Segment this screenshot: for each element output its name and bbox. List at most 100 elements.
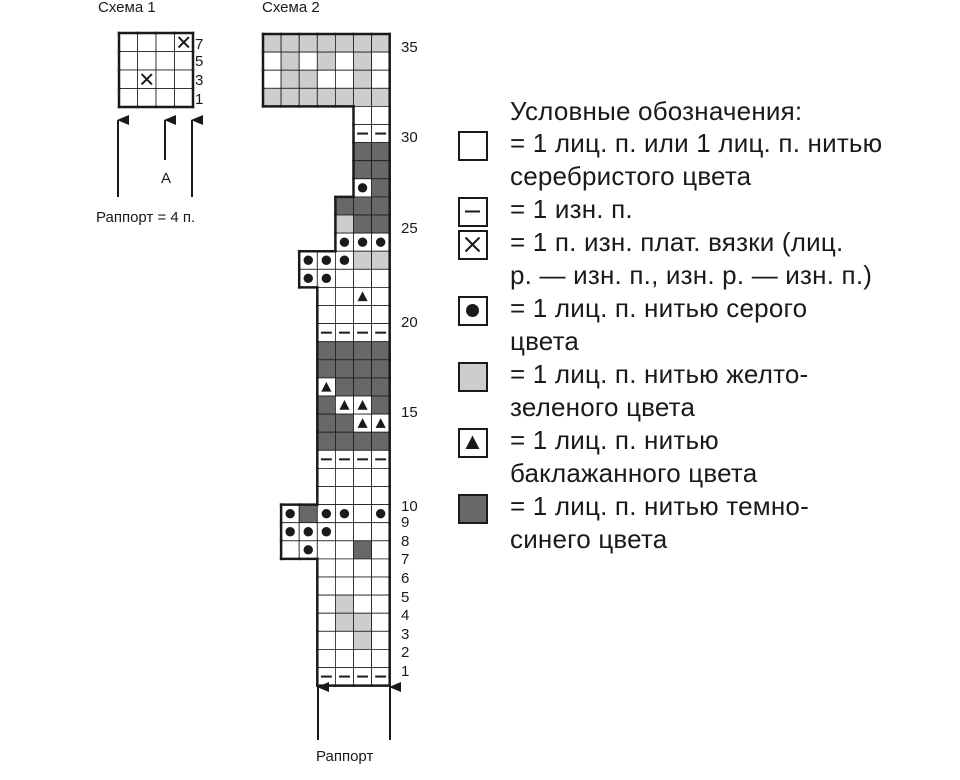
grid-cell <box>371 323 391 343</box>
grid-cell <box>371 630 391 650</box>
legend-title: Условные обозначения: <box>510 96 803 126</box>
grid-cell <box>316 305 336 325</box>
row-number: 35 <box>401 39 418 56</box>
row-number: 5 <box>401 589 409 606</box>
grid-cell <box>316 359 336 379</box>
grid-cell <box>334 286 354 306</box>
legend-text-line: серебристого цвета <box>510 161 752 191</box>
grid-cell <box>298 540 318 560</box>
grid-cell <box>371 341 391 361</box>
grid-cell <box>334 395 354 415</box>
grid-cell <box>371 87 391 107</box>
grid-cell <box>353 649 373 668</box>
grid-cell <box>353 286 373 306</box>
grid-cell <box>334 196 354 216</box>
grid-cell <box>353 323 373 343</box>
grid-cell <box>334 540 354 560</box>
grid-cell <box>316 449 336 469</box>
grid-cell <box>334 359 354 379</box>
grid-cell <box>280 51 300 71</box>
legend-text-line: синего цвета <box>510 524 668 554</box>
grid-cell <box>353 69 373 89</box>
grid-cell <box>155 69 175 89</box>
row-number: 25 <box>401 220 418 237</box>
grid-cell <box>353 250 373 270</box>
grid-cell <box>353 467 373 487</box>
grid-cell <box>334 594 354 614</box>
dash-icon <box>458 197 488 227</box>
grid-cell <box>262 87 282 107</box>
row-number: 10 <box>401 498 418 515</box>
scheme1-title: Схема 1 <box>98 0 156 16</box>
grid-cell <box>316 268 336 288</box>
grid-cell <box>353 232 373 252</box>
grid-cell <box>371 214 391 234</box>
grid-cell <box>298 51 318 71</box>
scheme2-arrows <box>317 682 401 740</box>
grid-cell <box>371 69 391 89</box>
grid-cell <box>316 87 336 107</box>
grid-cell <box>334 51 354 71</box>
grid-cell <box>353 395 373 415</box>
grid-cell <box>316 341 336 361</box>
grid-cell <box>280 33 300 53</box>
row-number: 8 <box>401 533 409 550</box>
grid-cell <box>316 467 336 487</box>
legend-text-line: = 1 лиц. п. или 1 лиц. п. нитью <box>510 128 883 158</box>
grid-cell <box>353 124 373 144</box>
grid-cell <box>353 51 373 71</box>
row-number: 3 <box>401 626 409 643</box>
grid-cell <box>371 250 391 270</box>
grid-cell <box>316 51 336 71</box>
grid-cell <box>353 196 373 216</box>
grid-cell <box>118 51 138 71</box>
row-number: 20 <box>401 314 418 331</box>
grid-cell <box>118 69 138 89</box>
grid-cell <box>334 377 354 397</box>
grid-cell <box>334 504 354 524</box>
grid-cell <box>316 504 336 524</box>
grid-cell <box>371 558 391 578</box>
grid-cell <box>298 268 318 288</box>
scheme2-grid <box>261 32 391 687</box>
grid-cell <box>371 377 391 397</box>
grid-cell <box>316 558 336 578</box>
grid-cell <box>371 486 391 506</box>
grid-cell <box>353 268 373 288</box>
grid-cell <box>280 504 300 524</box>
legend-text-line: зеленого цвета <box>510 392 696 422</box>
grid-cell <box>353 612 373 632</box>
grid-cell <box>137 88 157 108</box>
grid-cell <box>280 522 300 542</box>
legend-item-cross: = 1 п. изн. плат. вязки (лиц.р. — изн. п… <box>458 226 953 292</box>
grid-cell <box>371 576 391 596</box>
grid-cell <box>316 667 336 687</box>
triangle-icon <box>458 428 488 458</box>
grid-cell <box>262 33 282 53</box>
grid-cell <box>371 431 391 451</box>
grid-cell <box>298 33 318 53</box>
grid-cell <box>334 486 354 506</box>
grid-cell <box>298 69 318 89</box>
legend-text-line: цвета <box>510 326 580 356</box>
legend-item-light-gray: = 1 лиц. п. нитью желто-зеленого цвета <box>458 358 953 424</box>
grid-cell <box>316 33 336 53</box>
legend: Условные обозначения: = 1 лиц. п. или 1 … <box>458 96 953 556</box>
grid-cell <box>353 160 373 180</box>
grid-cell <box>298 87 318 107</box>
grid-cell <box>334 323 354 343</box>
scheme1-grid <box>117 31 195 109</box>
row-number: 4 <box>401 607 409 624</box>
grid-cell <box>155 88 175 108</box>
grid-cell <box>353 142 373 162</box>
grid-cell <box>353 431 373 451</box>
grid-cell <box>371 540 391 560</box>
grid-cell <box>298 250 318 270</box>
legend-text-line: р. — изн. п., изн. р. — изн. п.) <box>510 260 873 290</box>
grid-cell <box>262 69 282 89</box>
